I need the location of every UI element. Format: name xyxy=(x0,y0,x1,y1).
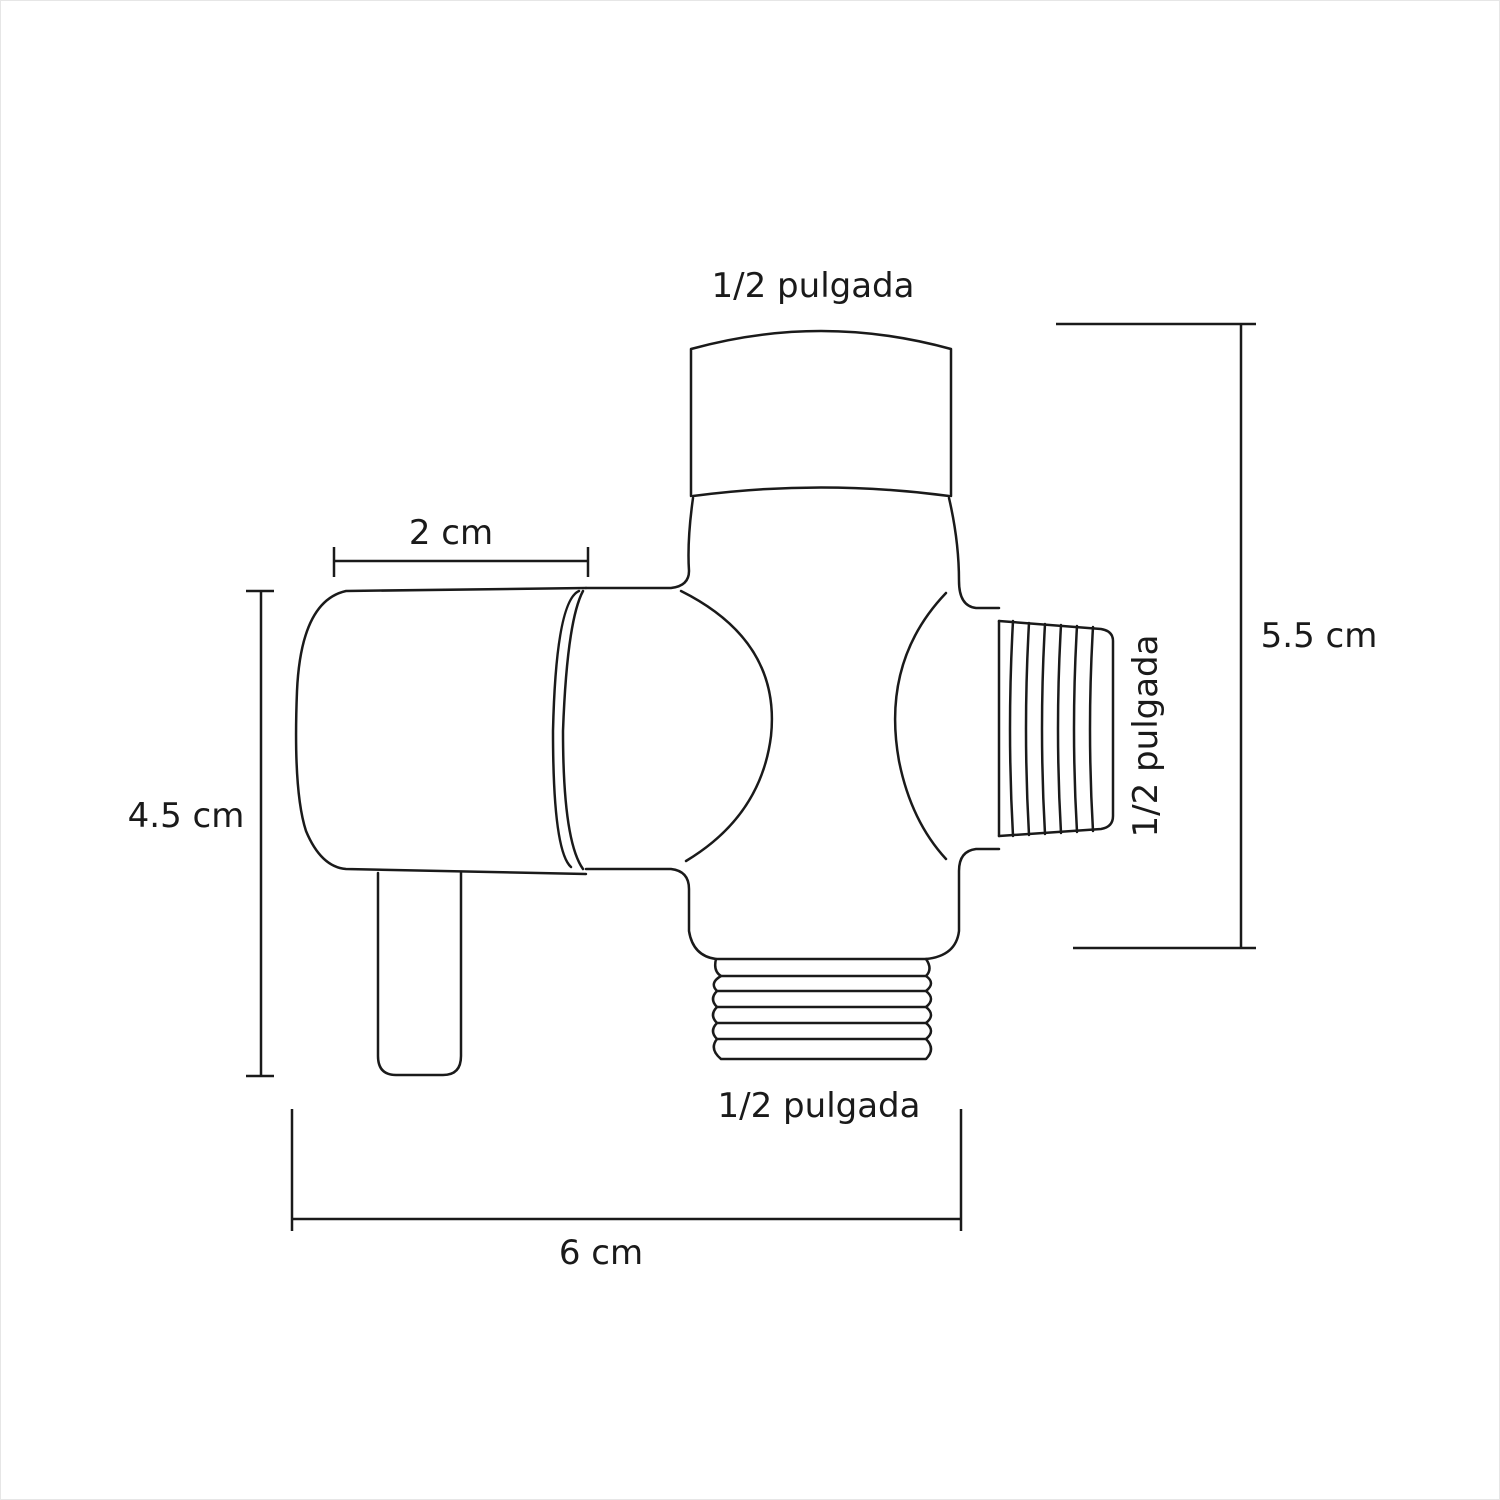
right-thread xyxy=(997,619,1115,838)
handle-height-label: 4.5 cm xyxy=(127,796,245,836)
handle-height-dimension xyxy=(246,589,274,1078)
handle-width-dimension xyxy=(332,547,590,577)
dimension-lines xyxy=(246,322,1256,1231)
valve-body xyxy=(584,496,1001,961)
bottom-thread xyxy=(711,957,933,1061)
total-height-label: 5.5 cm xyxy=(1260,616,1378,656)
total-width-label: 6 cm xyxy=(558,1233,644,1273)
total-width-dimension xyxy=(290,1109,963,1231)
handle xyxy=(294,586,588,876)
bottom-connection-label: 1/2 pulgada xyxy=(717,1086,921,1126)
handle-width-label: 2 cm xyxy=(408,513,494,553)
top-connection-label: 1/2 pulgada xyxy=(711,266,915,306)
lever xyxy=(376,871,463,1077)
total-height-dimension xyxy=(1056,322,1256,950)
top-cap xyxy=(689,329,953,498)
right-connection-label: 1/2 pulgada xyxy=(1126,634,1166,838)
